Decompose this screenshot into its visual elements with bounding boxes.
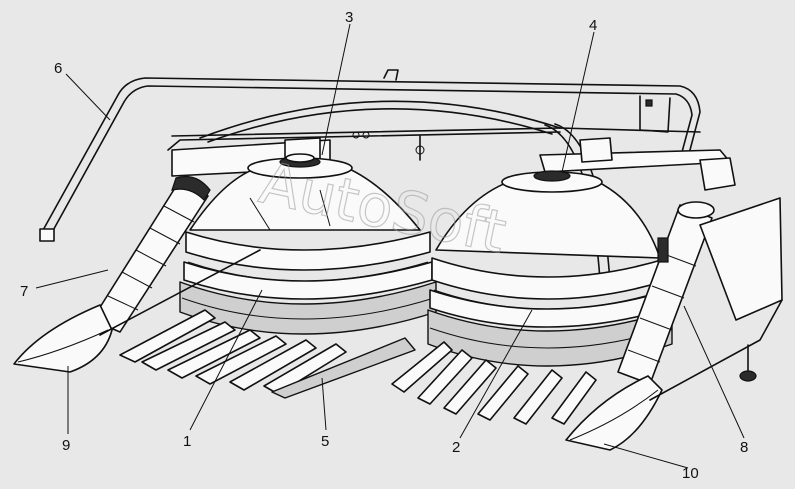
left-screw-assembly xyxy=(13,175,261,373)
callout-5: 5 xyxy=(321,433,329,450)
callout-6: 6 xyxy=(54,60,62,77)
callout-1: 1 xyxy=(183,433,191,450)
callout-4: 4 xyxy=(589,17,597,34)
leader-lines xyxy=(35,23,745,469)
callout-3: 3 xyxy=(345,9,353,26)
callout-2: 2 xyxy=(452,439,460,456)
callout-10: 10 xyxy=(682,465,699,482)
right-drum xyxy=(427,170,673,367)
left-drum xyxy=(179,153,437,335)
top-frame xyxy=(39,69,701,242)
right-screw-assembly xyxy=(565,197,783,451)
callout-9: 9 xyxy=(62,437,70,454)
cutter-fingers xyxy=(119,309,597,425)
callout-8: 8 xyxy=(740,439,748,456)
callout-7: 7 xyxy=(20,283,28,300)
